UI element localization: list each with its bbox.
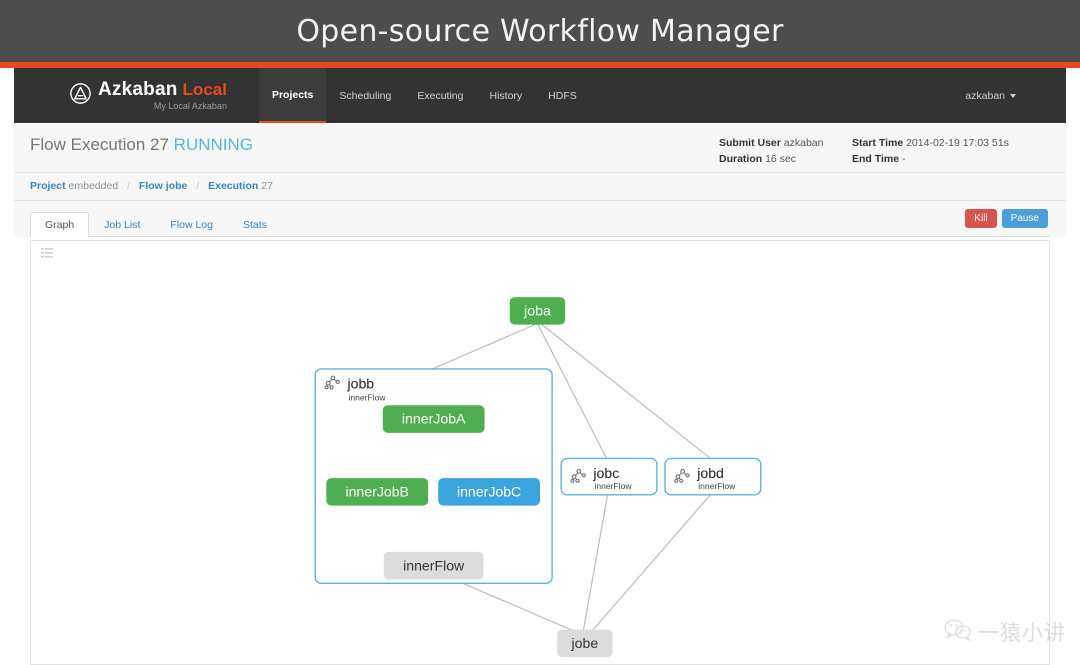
status-badge: RUNNING: [173, 135, 254, 154]
banner-title: Open-source Workflow Manager: [296, 13, 784, 49]
page-title-id: 27: [150, 135, 169, 154]
chevron-down-icon: [1010, 93, 1016, 98]
meta-submit-user: Submit User azkaban: [719, 135, 852, 151]
tab-stats[interactable]: Stats: [242, 219, 267, 231]
edge-jobc-jobe: [582, 494, 609, 631]
job-node-jobe-box[interactable]: [557, 629, 613, 658]
job-node-innerJobA-label: innerJobA: [402, 411, 466, 427]
breadcrumb-project-value[interactable]: embedded: [68, 180, 119, 192]
nav-item-scheduling[interactable]: Scheduling: [339, 90, 392, 102]
edge-joba-jobb: [429, 324, 536, 371]
flow-node-jobc-name: jobc: [592, 465, 619, 481]
meta-col-left: Submit User azkaban Duration 16 sec: [719, 135, 852, 167]
tab-graph[interactable]: Graph: [30, 212, 90, 237]
edge-jobd-jobe: [591, 494, 711, 631]
job-node-innerJobB[interactable]: innerJobB: [326, 478, 429, 506]
breadcrumb-execution-value: 27: [261, 180, 273, 192]
job-node-innerFlow-box[interactable]: [383, 551, 484, 580]
page-title: Flow Execution 27 RUNNING: [30, 135, 1050, 155]
flow-graph-panel[interactable]: jobb innerFlow joba innerJobA innerJobB …: [30, 240, 1050, 665]
meta-duration-value: 16 sec: [765, 153, 797, 165]
meta-end-time: End Time -: [852, 151, 1080, 167]
tabs: Graph Job List Flow Log Stats: [30, 211, 1050, 237]
nav-item-history[interactable]: History: [489, 90, 523, 102]
execution-header: Flow Execution 27 RUNNING Submit User az…: [14, 123, 1066, 173]
meta-submit-user-value: azkaban: [783, 137, 824, 149]
pause-button[interactable]: Pause: [1001, 209, 1048, 228]
user-menu-label: azkaban: [965, 89, 1005, 102]
flow-graph-svg[interactable]: jobb innerFlow joba innerJobA innerJobB …: [31, 241, 1049, 664]
job-node-innerJobC-label: innerJobC: [457, 484, 521, 500]
tab-job-list[interactable]: Job List: [104, 219, 141, 231]
flow-node-jobc[interactable]: jobc innerFlow: [560, 457, 658, 496]
meta-start-time-key: Start Time: [852, 137, 904, 149]
meta-start-time-value: 2014-02-19 17:03 51s: [906, 137, 1009, 149]
job-node-jobe-label: jobe: [571, 635, 599, 651]
flow-node-jobc-subtitle: innerFlow: [594, 481, 632, 491]
job-node-innerFlow[interactable]: innerFlow: [383, 551, 484, 580]
nav-item-hdfs[interactable]: HDFS: [548, 90, 577, 102]
nav-items: Projects Scheduling Executing History HD…: [258, 68, 590, 123]
breadcrumb: Project embedded / Flow jobe / Execution…: [14, 173, 1066, 201]
page-banner: Open-source Workflow Manager: [0, 0, 1080, 62]
execution-meta: Submit User azkaban Duration 16 sec Star…: [719, 135, 1080, 167]
meta-start-time: Start Time 2014-02-19 17:03 51s: [852, 135, 1080, 151]
flow-node-jobb[interactable]: jobb innerFlow: [314, 368, 553, 585]
job-node-innerJobB-label: innerJobB: [345, 484, 409, 500]
list-menu-icon[interactable]: [41, 246, 53, 264]
edge-joba-jobc: [537, 324, 608, 459]
brand-name: Azkaban: [98, 79, 178, 100]
meta-duration-key: Duration: [719, 153, 763, 165]
job-node-innerJobA[interactable]: innerJobA: [382, 405, 485, 433]
job-node-innerJobC[interactable]: innerJobC: [438, 478, 540, 506]
azkaban-triangle-logo-icon: [70, 83, 91, 109]
meta-col-right: Start Time 2014-02-19 17:03 51s End Time…: [852, 135, 1080, 167]
brand-subtitle: My Local Azkaban: [153, 101, 227, 111]
job-node-innerFlow-label: innerFlow: [403, 557, 465, 573]
job-node-joba-label: joba: [523, 303, 551, 319]
tab-bar: Graph Job List Flow Log Stats Kill Pause: [14, 201, 1066, 237]
nav-item-executing[interactable]: Executing: [417, 90, 464, 102]
user-menu[interactable]: azkaban: [965, 90, 1050, 102]
breadcrumb-project-label[interactable]: Project: [30, 180, 66, 192]
meta-submit-user-key: Submit User: [719, 137, 781, 149]
banner-accent-rule: [0, 62, 1080, 68]
job-node-innerJobC-box[interactable]: [438, 478, 540, 506]
breadcrumb-flow-value[interactable]: jobe: [165, 180, 188, 192]
flow-node-jobd-box[interactable]: [664, 457, 762, 496]
edge-joba-jobd: [541, 324, 711, 459]
meta-duration: Duration 16 sec: [719, 151, 852, 167]
flow-node-jobb-name: jobb: [346, 376, 374, 392]
meta-end-time-key: End Time: [852, 153, 900, 165]
meta-end-time-value: -: [902, 153, 906, 165]
flow-node-jobd-subtitle: innerFlow: [698, 481, 736, 491]
edge-jobb-jobe: [449, 576, 576, 633]
flow-node-jobb-box[interactable]: [314, 368, 553, 585]
job-node-joba-box[interactable]: [509, 297, 566, 325]
job-node-innerJobB-box[interactable]: [326, 478, 429, 506]
flow-node-jobd[interactable]: jobd innerFlow: [664, 457, 762, 496]
breadcrumb-flow-label[interactable]: Flow: [138, 180, 163, 192]
breadcrumb-separator-2: /: [196, 180, 200, 192]
execution-actions: Kill Pause: [965, 209, 1048, 228]
tab-flow-log[interactable]: Flow Log: [170, 219, 213, 231]
breadcrumb-execution-label: Execution: [208, 180, 259, 192]
job-node-jobe[interactable]: jobe: [557, 629, 613, 658]
breadcrumb-separator-1: /: [127, 180, 130, 192]
flow-node-jobd-name: jobd: [696, 465, 724, 481]
flow-node-jobb-subtitle: innerFlow: [348, 392, 386, 402]
brand-suffix: Local: [182, 80, 227, 99]
flow-node-jobc-box[interactable]: [560, 457, 658, 496]
job-node-innerJobA-box[interactable]: [382, 405, 485, 433]
page-title-prefix: Flow Execution: [30, 135, 146, 154]
nav-item-projects[interactable]: Projects: [258, 68, 327, 123]
job-node-joba[interactable]: joba: [509, 297, 566, 325]
kill-button[interactable]: Kill: [965, 209, 997, 228]
